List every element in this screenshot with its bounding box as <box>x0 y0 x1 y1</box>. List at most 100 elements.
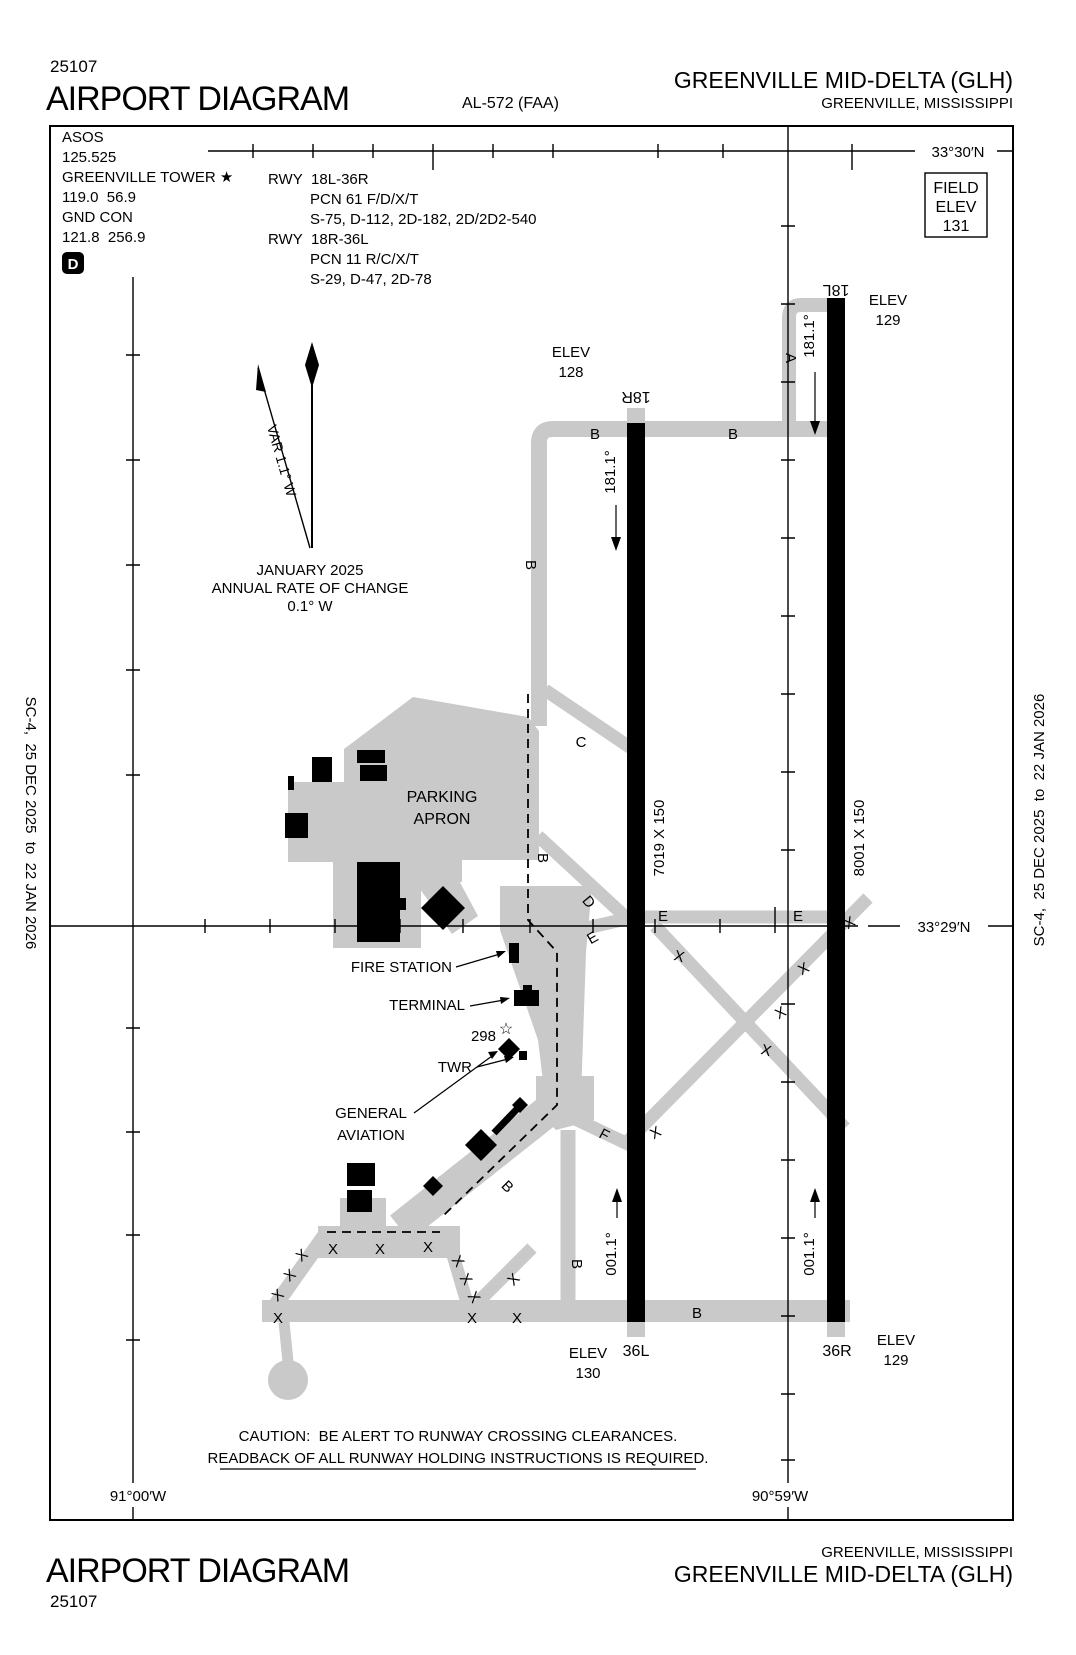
taxiway-label-e: E <box>793 908 803 925</box>
rwy1-id: RWY 18L-36R <box>268 171 369 188</box>
runways <box>627 298 845 1322</box>
closed-taxiway-horizontal <box>318 1226 460 1258</box>
comm-tower: GREENVILLE TOWER ★ <box>62 169 233 186</box>
map-border <box>49 125 1014 1521</box>
closed-diagonal-1 <box>650 921 850 1133</box>
elev-129s-word: ELEV <box>877 1332 915 1349</box>
general-aviation-label2: AVIATION <box>337 1127 405 1144</box>
parking-apron-label1: PARKING <box>407 789 478 806</box>
closed-x-mark: X <box>467 1310 477 1327</box>
rwy18r-number: 18R <box>621 388 650 405</box>
building <box>398 898 406 910</box>
building-large-hangar <box>357 862 400 942</box>
rwy2-id: RWY 18R-36L <box>268 231 369 248</box>
comm-asos-freq: 125.525 <box>62 149 116 166</box>
rwy36r-number: 36R <box>822 1343 851 1360</box>
terminal-building <box>514 985 539 1006</box>
rwy36l-heading: 001.1° <box>603 1232 620 1276</box>
rwy18l-number: 18L <box>823 281 850 298</box>
communications-box: ASOS 125.525 GREENVILLE TOWER ★ 119.0 56… <box>62 129 233 274</box>
elev-129s-value: 129 <box>883 1352 908 1369</box>
obstacle-height: 298 <box>471 1028 496 1045</box>
taxiway-letters: B B A B B C D E E E B B B F <box>498 353 803 1322</box>
taxiway-label-b: B <box>728 426 738 443</box>
header: 25107 AIRPORT DIAGRAM AL-572 (FAA) GREEN… <box>46 57 1013 118</box>
building <box>312 757 332 782</box>
closed-x-mark: X <box>375 1241 385 1258</box>
footer-airport: GREENVILLE MID-DELTA (GLH) <box>674 1561 1013 1587</box>
class-d-airspace-icon <box>62 252 84 274</box>
rwy36r-arrowhead-icon <box>810 1188 820 1202</box>
building-bar <box>491 1106 520 1136</box>
pavement <box>262 298 873 1400</box>
magnetic-north-arrow <box>257 367 311 549</box>
field-elev-box: FIELD ELEV 131 <box>924 172 988 238</box>
rwy36l-overrun <box>627 1322 645 1337</box>
lat-bottom-label: 33°29′N <box>917 919 970 936</box>
compass-pad-stem <box>278 1321 294 1363</box>
rwy18l-36r-dimensions: 8001 X 150 <box>851 800 868 877</box>
taxiway-label-e: E <box>658 908 668 925</box>
taxiway-d <box>533 831 638 929</box>
building <box>288 776 294 790</box>
rwy2-pcn: PCN 11 R/C/X/T <box>310 251 419 268</box>
rwy18l-heading: 181.1° <box>801 314 818 358</box>
fire-station-arrowhead-icon <box>496 951 506 958</box>
elev-129n-word: ELEV <box>869 292 907 309</box>
fire-station-label: FIRE STATION <box>351 959 452 976</box>
footer: AIRPORT DIAGRAM 25107 GREENVILLE, MISSIS… <box>46 1544 1013 1611</box>
poi-labels: PARKING APRON FIRE STATION TERMINAL 298 … <box>335 789 514 1144</box>
taxiway-label-c: C <box>576 734 587 751</box>
rwy18r-arrowhead-icon <box>611 537 621 551</box>
taxiway-label-b: B <box>534 853 551 863</box>
building <box>357 750 385 763</box>
airport-city: GREENVILLE, MISSISSIPPI <box>821 95 1013 112</box>
taxiway-b-diagonal <box>390 1082 578 1241</box>
building <box>347 1163 375 1186</box>
closed-x-mark: X <box>772 1003 789 1023</box>
longitude-91-00-ticks <box>126 354 140 1341</box>
closed-taxiway-left-leg <box>265 1230 332 1315</box>
caution-note: CAUTION: BE ALERT TO RUNWAY CROSSING CLE… <box>208 1428 709 1470</box>
terminal-label: TERMINAL <box>389 997 465 1014</box>
field-elev-word2: ELEV <box>936 199 977 216</box>
runway-data-block: RWY 18L-36R PCN 61 F/D/X/T S-75, D-112, … <box>268 171 537 288</box>
taxiway-label-b: B <box>568 1259 585 1269</box>
taxiway-label-b: B <box>590 426 600 443</box>
building <box>347 1190 372 1212</box>
taxiway-label-a: A <box>782 353 799 363</box>
twr-arrow <box>476 1058 509 1068</box>
general-aviation-arrow <box>413 1055 493 1114</box>
longitude-90-59-ticks <box>781 225 795 1461</box>
closed-x-mark: X <box>647 1123 664 1143</box>
taxiway-f <box>549 1102 635 1152</box>
caution-line2: READBACK OF ALL RUNWAY HOLDING INSTRUCTI… <box>208 1450 709 1467</box>
variation-label: VAR 1.1° W <box>264 423 300 499</box>
taxiway-c <box>541 684 635 754</box>
rwy18l-arrowhead-icon <box>810 421 820 435</box>
caution-line1: CAUTION: BE ALERT TO RUNWAY CROSSING CLE… <box>239 1428 678 1445</box>
taxiway-centerlines <box>327 694 558 1233</box>
comm-gnd: GND CON <box>62 209 133 226</box>
rwy1-strength: S-75, D-112, 2D-182, 2D/2D2-540 <box>310 211 537 228</box>
general-aviation-label1: GENERAL <box>335 1105 407 1122</box>
chart-number-bottom: 25107 <box>50 1592 97 1611</box>
rwy36l-number: 36L <box>623 1343 650 1360</box>
buildings <box>285 750 539 1212</box>
obstacle-star-icon: ☆ <box>499 1021 513 1038</box>
elev-128-word: ELEV <box>552 344 590 361</box>
variation-amount: 0.1° W <box>287 598 333 615</box>
compass-rose: VAR 1.1° W JANUARY 2025 ANNUAL RATE OF C… <box>212 342 408 615</box>
compass-calibration-pad <box>268 1360 308 1400</box>
rwy1-pcn: PCN 61 F/D/X/T <box>310 191 418 208</box>
elev-129n-value: 129 <box>875 312 900 329</box>
true-north-arrowhead-icon <box>305 342 319 388</box>
fire-station-building <box>509 943 519 963</box>
rwy36r-overrun <box>827 1322 845 1337</box>
runway-18l-36r <box>827 298 845 1322</box>
procedure-id: AL-572 (FAA) <box>462 95 559 112</box>
comm-gnd-freq: 121.8 256.9 <box>62 229 145 246</box>
airport-name: GREENVILLE MID-DELTA (GLH) <box>674 67 1013 93</box>
runway-labels: 18R 18L 36L 36R ELEV 128 ELEV 129 ELEV 1… <box>552 281 915 1382</box>
